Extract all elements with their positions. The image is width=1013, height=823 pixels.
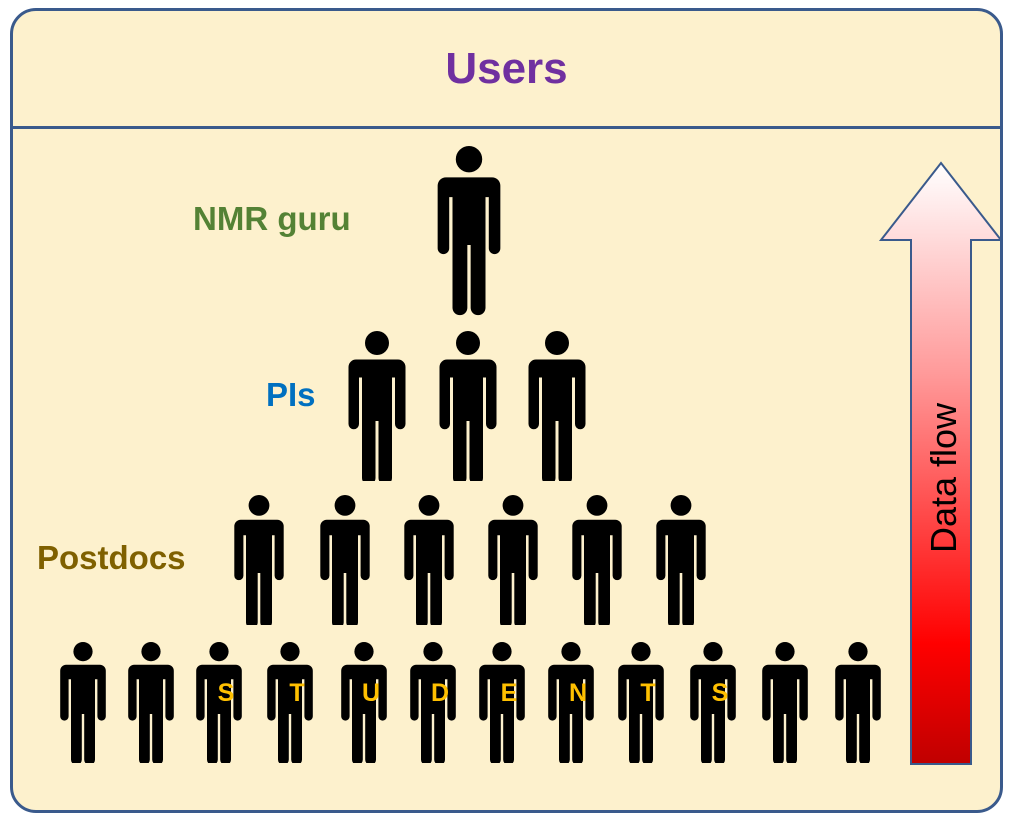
student-letter: D — [430, 679, 450, 707]
student-person-icon — [762, 642, 808, 763]
postdoc-person-icon — [572, 495, 622, 625]
guru-person-icon — [437, 146, 501, 316]
pis-label: PIs — [266, 376, 316, 413]
panel-header: Users — [13, 11, 1000, 129]
student-letter: S — [711, 679, 729, 707]
student-letter: N — [568, 679, 588, 707]
student-letter: S — [217, 679, 235, 707]
student-person-icon — [60, 642, 106, 763]
pi-person-icon — [528, 331, 586, 481]
panel-title: Users — [445, 43, 568, 93]
postdoc-person-icon — [488, 495, 538, 625]
nmr-guru-label: NMR guru — [193, 200, 351, 237]
student-letter: U — [361, 679, 381, 707]
data-flow-label: Data flow — [923, 402, 964, 554]
postdoc-person-icon — [320, 495, 370, 625]
student-letter: T — [289, 679, 305, 707]
postdoc-person-icon — [404, 495, 454, 625]
postdocs-label: Postdocs — [37, 539, 186, 576]
student-person-icon — [128, 642, 174, 763]
pi-person-icon — [439, 331, 497, 481]
student-letter: T — [640, 679, 656, 707]
student-person-icon — [835, 642, 881, 763]
pi-person-icon — [348, 331, 406, 481]
postdoc-person-icon — [234, 495, 284, 625]
data-flow-arrow-icon — [878, 161, 1004, 765]
postdoc-person-icon — [656, 495, 706, 625]
student-letter: E — [500, 679, 518, 707]
